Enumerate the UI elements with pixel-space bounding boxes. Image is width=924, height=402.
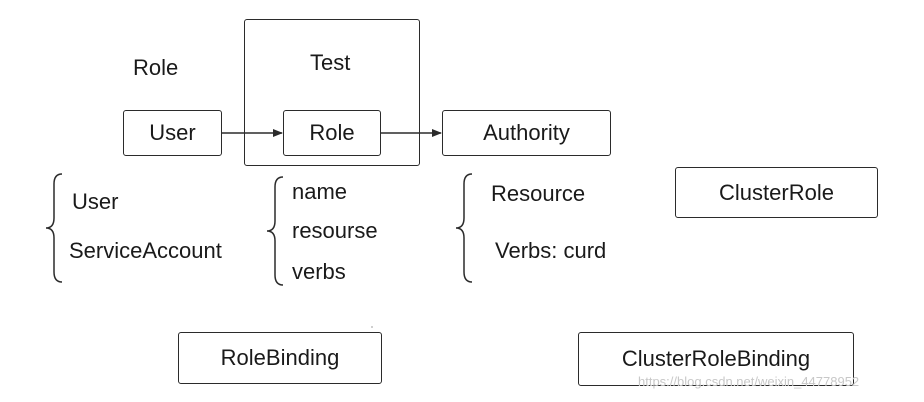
cluster-role-binding-box: ClusterRoleBinding	[578, 332, 854, 386]
subject-item-user: User	[72, 189, 119, 214]
watermark-text: https://blog.csdn.net/weixin_44778952	[638, 374, 860, 389]
role-binding-box: RoleBinding	[178, 332, 382, 384]
subject-brace	[45, 173, 63, 283]
role-field-name: name	[292, 179, 348, 204]
authority-box: Authority	[442, 110, 611, 156]
role-caption: Role	[133, 55, 179, 80]
authority-field-verbs: Verbs: curd	[495, 238, 607, 263]
authority-fields-brace	[455, 173, 473, 283]
role-field-verbs: verbs	[292, 259, 346, 284]
user-box: User	[123, 110, 222, 156]
subject-item-serviceaccount: ServiceAccount	[69, 238, 222, 263]
role-fields-brace	[266, 176, 284, 286]
namespace-title: Test	[310, 50, 351, 75]
namespace-test-container	[244, 19, 420, 166]
stray-dot	[371, 326, 373, 328]
role-box: Role	[283, 110, 381, 156]
authority-field-resource: Resource	[491, 181, 586, 206]
role-field-resourse: resourse	[292, 218, 378, 243]
cluster-role-box: ClusterRole	[675, 167, 878, 218]
